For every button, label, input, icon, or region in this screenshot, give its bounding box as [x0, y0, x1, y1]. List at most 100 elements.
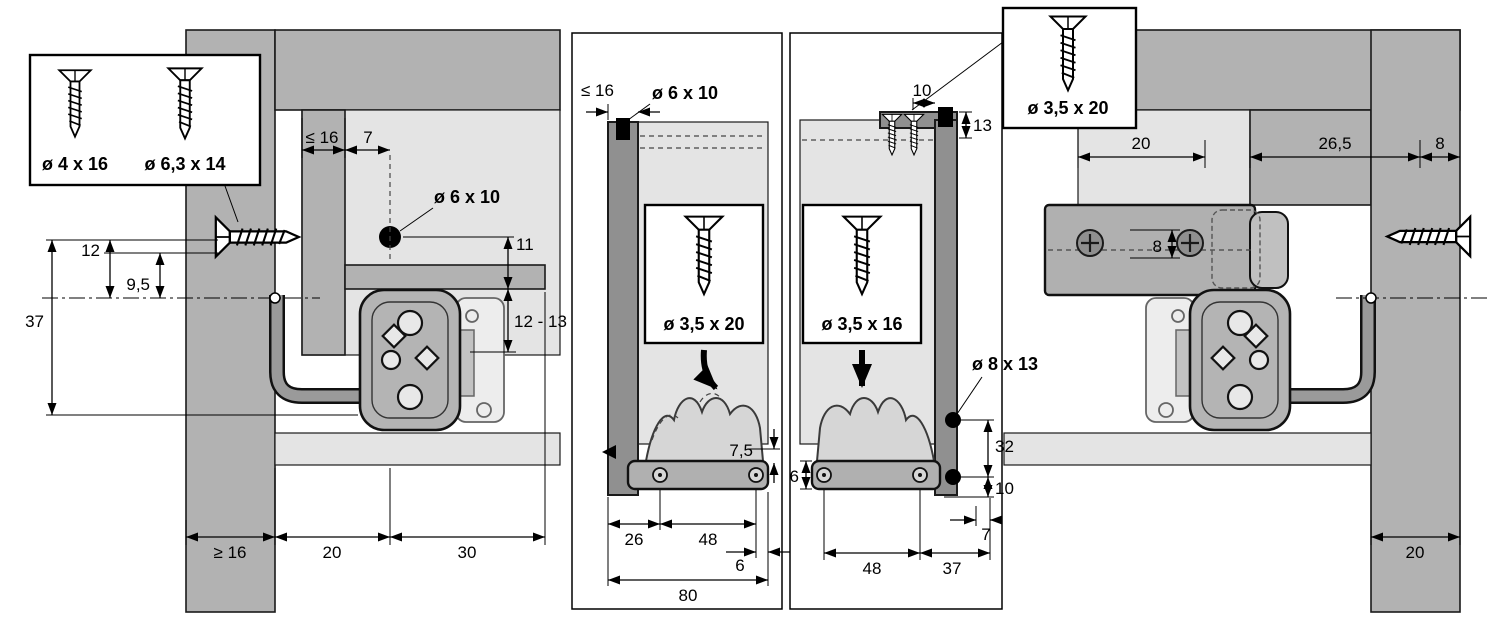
svg-text:7: 7 — [981, 525, 990, 544]
svg-text:37: 37 — [25, 312, 44, 331]
latch-lever-right — [1145, 297, 1195, 423]
drawer-bottom-panel — [344, 264, 546, 290]
runner-profile-right — [1145, 288, 1376, 432]
centerline-marker — [269, 292, 281, 304]
latch-lever — [455, 297, 505, 423]
phillips-screw-icon — [1076, 229, 1104, 257]
left-section: 12 9,5 37 ≤ 16 7 ø 6 x 10 1 — [25, 29, 567, 613]
svg-text:ø 3,5 x 20: ø 3,5 x 20 — [663, 314, 744, 334]
label-hole-8x13: ø 8 x 13 — [956, 354, 1038, 415]
locking-lever — [644, 397, 765, 462]
svg-text:≤ 16: ≤ 16 — [581, 81, 614, 100]
dim-bottom-left: ≥ 16 20 30 — [185, 292, 546, 562]
dim-20-bottom-right: 20 — [1370, 520, 1461, 562]
front-view-left: ≤ 16 ø 6 x 10 ø 3,5 x 20 7,5 — [571, 32, 798, 610]
dim-10: 10 — [944, 477, 1014, 498]
svg-text:ø 6 x 10: ø 6 x 10 — [434, 187, 500, 207]
rail-screw-icon — [748, 467, 764, 483]
dim-8-bracket: 8 — [1130, 229, 1180, 259]
cabinet-top-panel — [274, 29, 561, 111]
svg-text:20: 20 — [323, 543, 342, 562]
svg-text:32: 32 — [995, 437, 1014, 456]
svg-text:7: 7 — [363, 128, 372, 147]
svg-text:9,5: 9,5 — [126, 275, 150, 294]
screw-callout-box: ø 3,5 x 20 — [643, 203, 765, 345]
svg-text:≥ 16: ≥ 16 — [214, 543, 247, 562]
dim-6: 6 — [790, 460, 812, 490]
rail-screw-icon — [652, 467, 668, 483]
svg-text:12 - 13: 12 - 13 — [514, 312, 567, 331]
dim-7-offset: 7 — [950, 506, 1002, 544]
insert-arrow — [602, 445, 616, 459]
svg-text:10: 10 — [913, 81, 932, 100]
drill-hole-dot — [945, 412, 961, 428]
front-view-right: 10 13 ø 3,5 x 16 ø 8 x 13 — [789, 32, 1038, 610]
drawer-side-wall — [934, 119, 958, 496]
svg-text:6: 6 — [735, 556, 744, 575]
svg-text:11: 11 — [516, 235, 534, 254]
bottom-rail-band-right — [1003, 432, 1372, 466]
dowel-plug — [616, 118, 630, 140]
dim-top-right: 20 26,5 8 — [1077, 125, 1460, 168]
drawer-side-wall — [607, 121, 639, 496]
label-hole-6x10: ø 6 x 10 — [399, 187, 500, 232]
dim-7-5: 7,5 — [729, 429, 780, 483]
svg-text:7,5: 7,5 — [729, 441, 753, 460]
cabinet-side-panel-right — [1370, 29, 1461, 613]
screw-callout-box: ø 3,5 x 16 — [801, 203, 923, 345]
rail-screw-icon — [912, 467, 928, 483]
rear-bracket — [1043, 203, 1289, 297]
drill-hole-dot — [945, 469, 961, 485]
svg-text:37: 37 — [943, 559, 962, 578]
svg-text:6: 6 — [790, 467, 799, 486]
runner-rail — [626, 459, 770, 491]
svg-text:ø 6,3 x 14: ø 6,3 x 14 — [144, 154, 225, 174]
dim-9-5: 9,5 — [104, 252, 218, 298]
svg-text:ø 8 x 13: ø 8 x 13 — [972, 354, 1038, 374]
svg-text:20: 20 — [1132, 134, 1151, 153]
pointer-arrow — [693, 349, 719, 391]
dim-11: 11 — [403, 235, 534, 289]
dim-bottom-front-right: 48 37 — [823, 490, 991, 578]
dim-13: 13 — [959, 111, 992, 139]
dim-37: 37 — [25, 240, 358, 416]
dowel-plug — [938, 107, 953, 127]
lever-ghost-outline — [651, 392, 723, 441]
svg-text:20: 20 — [1406, 543, 1425, 562]
dim-12-13: 12 - 13 — [470, 289, 567, 353]
svg-text:13: 13 — [973, 116, 992, 135]
svg-text:26,5: 26,5 — [1318, 134, 1351, 153]
right-section: 20 26,5 8 8 20 — [1003, 29, 1490, 613]
label-hole-6x10-front: ø 6 x 10 — [627, 83, 718, 121]
rail-screw-icon — [816, 467, 832, 483]
svg-text:26: 26 — [625, 530, 644, 549]
runner-rail — [810, 459, 942, 491]
screw-callout-box-top: ø 3,5 x 20 — [911, 6, 1138, 130]
dim-12: 12 — [46, 239, 218, 298]
dim-7: 7 — [345, 128, 390, 155]
svg-text:ø 3,5 x 20: ø 3,5 x 20 — [1027, 98, 1108, 118]
phillips-screw-icon — [1176, 229, 1204, 257]
svg-text:ø 3,5 x 16: ø 3,5 x 16 — [821, 314, 902, 334]
screw-detail-box: ø 4 x 16 ø 6,3 x 14 — [28, 53, 262, 187]
svg-text:ø 4 x 16: ø 4 x 16 — [42, 154, 108, 174]
dim-bottom-front-left: 26 48 6 80 — [607, 490, 798, 605]
centerline-marker — [1365, 292, 1377, 304]
svg-text:ø 6 x 10: ø 6 x 10 — [652, 83, 718, 103]
locking-lever — [815, 397, 936, 462]
dim-le16: ≤ 16 — [301, 118, 346, 158]
svg-text:10: 10 — [995, 479, 1014, 498]
svg-text:48: 48 — [863, 559, 882, 578]
svg-text:≤ 16: ≤ 16 — [306, 128, 339, 147]
svg-text:8: 8 — [1435, 134, 1444, 153]
svg-text:8: 8 — [1153, 237, 1162, 256]
svg-text:12: 12 — [81, 241, 100, 260]
dim-le16-front: ≤ 16 — [581, 81, 660, 120]
bottom-rail-band — [274, 432, 561, 466]
dim-10-top: 10 — [912, 81, 935, 110]
svg-text:80: 80 — [679, 586, 698, 605]
svg-text:30: 30 — [458, 543, 477, 562]
svg-text:48: 48 — [699, 530, 718, 549]
